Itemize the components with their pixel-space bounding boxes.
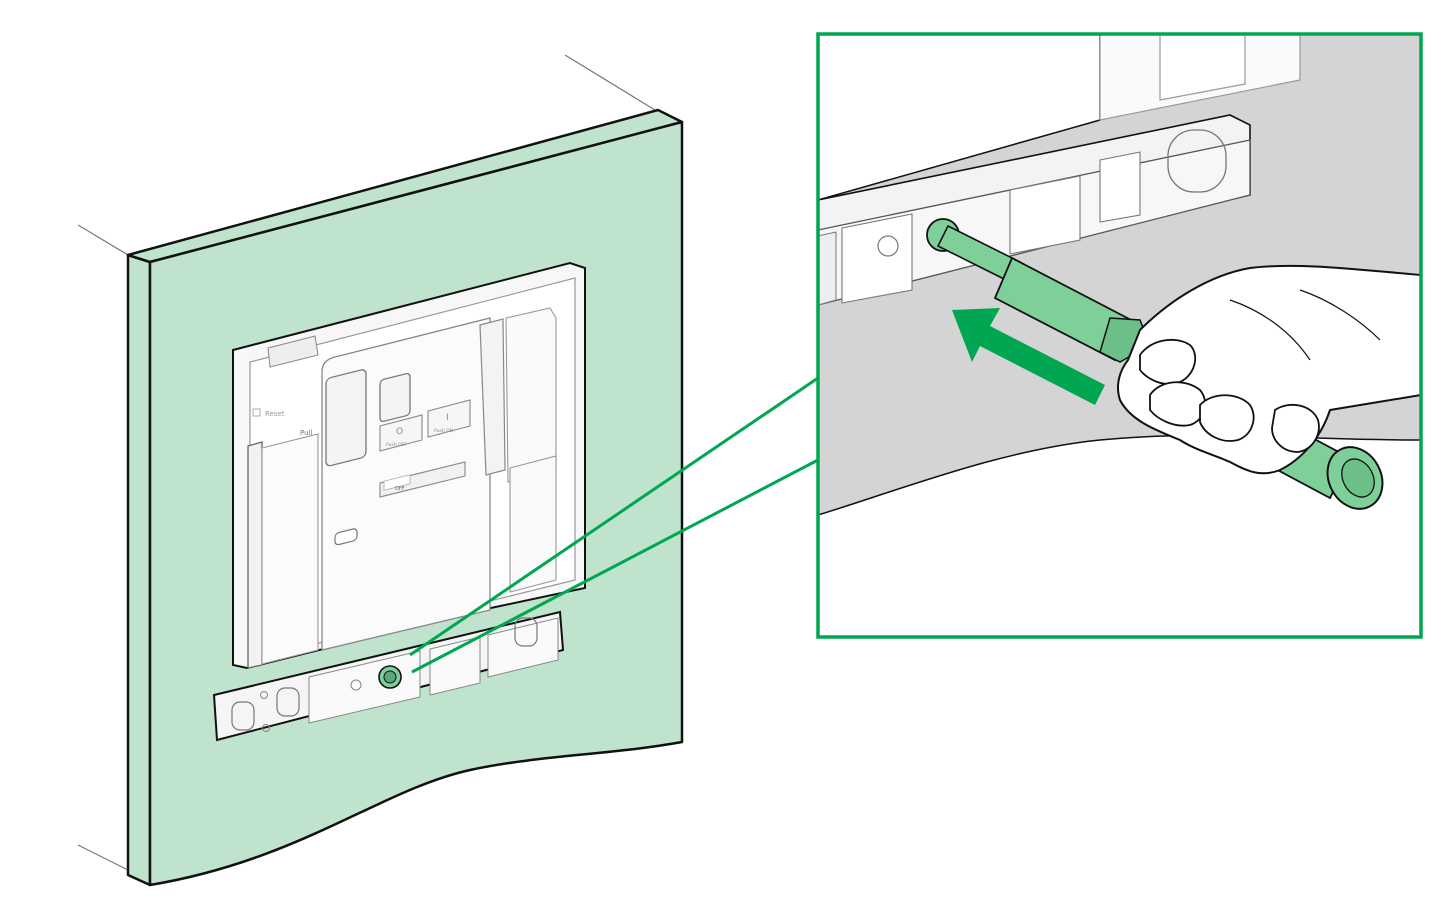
breaker-left-handle-frame	[261, 433, 319, 665]
breaker-right-panel	[505, 307, 557, 483]
cradle-rivet-1	[260, 691, 268, 699]
cradle-padlock-hole-2	[276, 687, 300, 717]
push-on-symbol: I	[446, 413, 449, 423]
breaker-right-lower-panel	[509, 455, 557, 593]
racking-cradle	[212, 610, 565, 742]
zoom-breaker-panel	[1159, 34, 1246, 101]
off-indicator-label: OFF	[395, 486, 405, 492]
wall-line-bottom	[77, 844, 129, 871]
switchboard-door: O Push OFF I Push ON OFF Reset Pull	[77, 54, 684, 887]
zoom-cradle-recess-left	[841, 213, 913, 304]
pull-label: Pull	[300, 429, 312, 437]
breaker-top-slot	[267, 335, 319, 368]
push-on-button: I Push ON	[427, 399, 471, 438]
zoom-detail	[816, 32, 1423, 639]
zoom-cradle-left-edge	[818, 231, 837, 306]
push-off-button: O Push OFF	[379, 414, 423, 452]
zoom-cradle-right-hole	[1167, 129, 1227, 193]
hand-crease-1	[1229, 299, 1311, 361]
cradle-padlock-hole-1	[231, 701, 255, 731]
zoom-cradle-recess-mid	[1009, 175, 1081, 255]
hand-crease-2	[1299, 289, 1381, 341]
push-off-symbol: O	[396, 427, 403, 437]
wall-line-top	[564, 54, 656, 111]
zoom-cradle-slot	[1099, 151, 1141, 223]
zoom-callout-line-upper	[409, 376, 819, 657]
push-direction-arrow	[952, 308, 1105, 405]
trip-unit-window-large	[325, 369, 367, 467]
hand-finger-4	[1271, 403, 1320, 453]
zoom-callout-line-lower	[411, 458, 819, 674]
cradle-slot-circle	[350, 679, 362, 691]
racking-socket-inner	[383, 670, 397, 684]
zoom-frame	[816, 32, 1423, 639]
zoom-cradle-circle	[877, 235, 899, 257]
push-on-label: Push ON	[434, 428, 453, 434]
trip-unit-window-small	[379, 372, 411, 423]
breaker-left-handle	[247, 441, 263, 669]
cradle-right-hole	[514, 617, 538, 647]
breaker-latch	[334, 528, 358, 546]
racking-handle-end-cap-inner	[1341, 458, 1375, 498]
wall-line-left	[77, 224, 129, 256]
hand-finger-1	[1139, 338, 1197, 385]
off-indicator: OFF	[379, 461, 466, 498]
reset-icon	[252, 408, 261, 417]
door-edge	[126, 253, 152, 887]
push-off-label: Push OFF	[386, 442, 407, 448]
hand-finger-3	[1199, 394, 1255, 442]
breaker-side-handle	[479, 318, 506, 476]
cradle-rivet-2	[262, 724, 270, 732]
reset-label: Reset	[265, 410, 285, 418]
